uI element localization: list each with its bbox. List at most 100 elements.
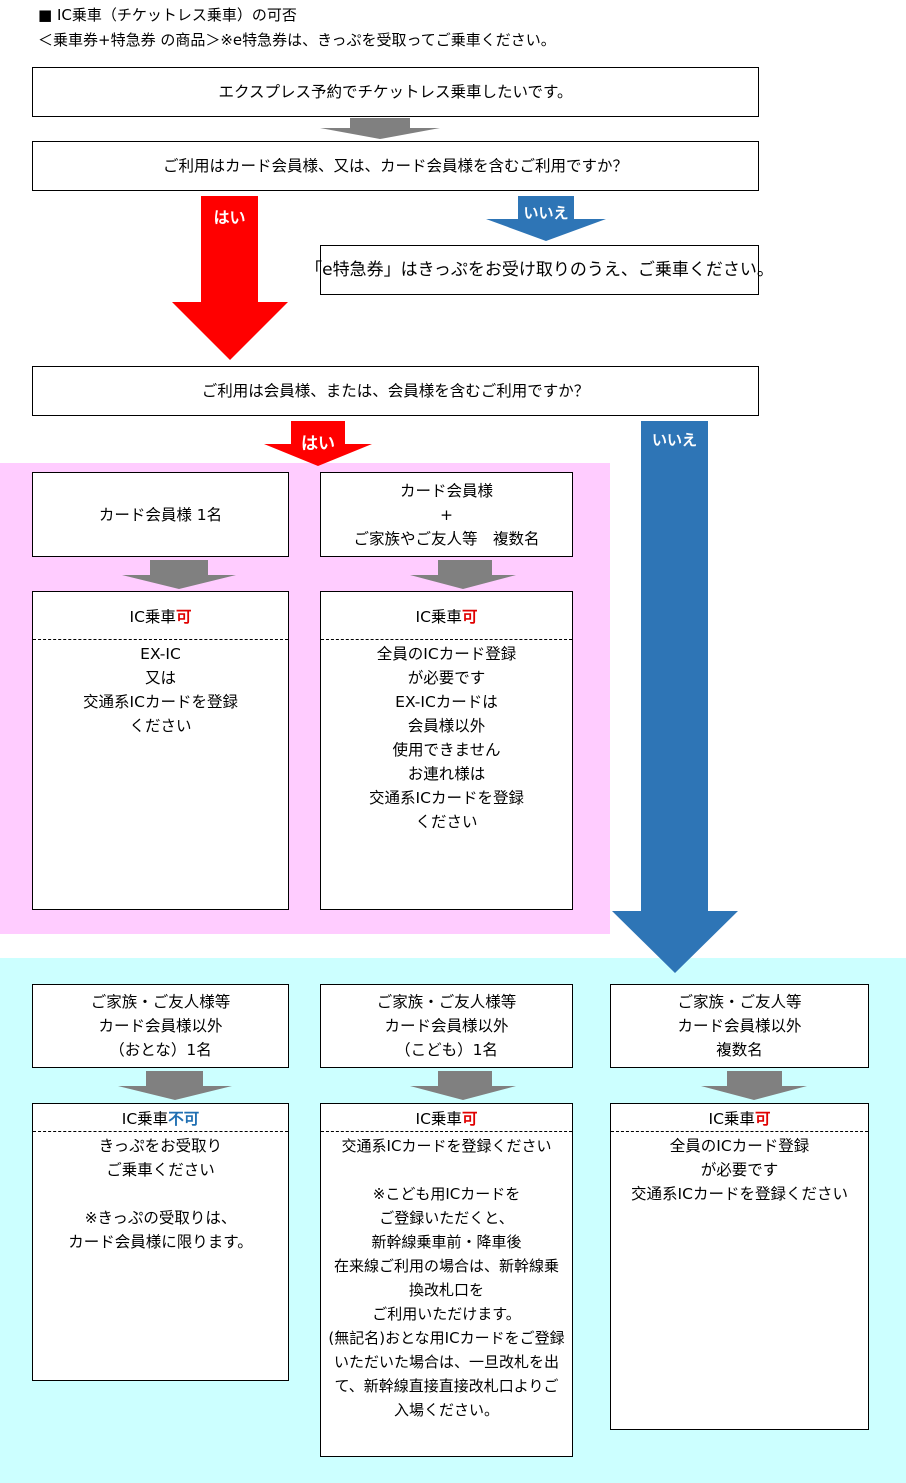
question-box-1: エクスプレス予約でチケットレス乗車したいです。 bbox=[32, 67, 759, 117]
result-line: 又は bbox=[144, 669, 176, 687]
member-multi-box: カード会員様 + ご家族やご友人等 複数名 bbox=[320, 472, 573, 557]
result-line: が必要です bbox=[700, 1161, 779, 1179]
no-arrow-small bbox=[486, 196, 606, 241]
result-line: て、新幹線直接直接改札口よりご bbox=[334, 1377, 559, 1395]
ic-label: IC乗車 bbox=[708, 1109, 755, 1128]
ic-label: IC乗車 bbox=[129, 607, 176, 626]
nonmember-group-line: 複数名 bbox=[716, 1041, 763, 1059]
diagram-subtitle: ＜乗車券+特急券 の商品＞※e特急券は、きっぷを受取ってご乗車ください。 bbox=[38, 31, 556, 49]
result-line: お連れ様は bbox=[407, 765, 486, 783]
nonmember-adult-line: カード会員様以外 bbox=[98, 1017, 223, 1035]
nonmember-child-line: カード会員様以外 bbox=[384, 1017, 509, 1035]
nonmember-adult-line: （おとな）1名 bbox=[109, 1041, 212, 1059]
gray-arrow-nonmember-2 bbox=[410, 1071, 516, 1100]
result-body: EX-IC 又は 交通系ICカードを登録 ください bbox=[33, 640, 288, 738]
ng-mark: 不可 bbox=[168, 1109, 200, 1128]
question-3-text: ご利用は会員様、または、会員様を含むご利用ですか？ bbox=[201, 382, 590, 400]
nonmember-group-line: カード会員様以外 bbox=[677, 1017, 802, 1035]
nonmember-child-result: IC乗車可 交通系ICカードを登録ください ※こども用ICカードを ご登録いただ… bbox=[320, 1103, 573, 1457]
diagram-title: ■ IC乗車（チケットレス乗車）の可否 bbox=[38, 6, 297, 24]
result-line: EX-IC bbox=[140, 645, 181, 663]
nonmember-adult-line: ご家族・ご友人様等 bbox=[90, 993, 231, 1011]
result-line: EX-ICカードは bbox=[395, 693, 498, 711]
gray-arrow-member-2 bbox=[410, 560, 516, 589]
result-line: ご登録いただくと、 bbox=[379, 1209, 514, 1227]
question-box-3: ご利用は会員様、または、会員様を含むご利用ですか？ bbox=[32, 366, 759, 416]
result-line: 交通系ICカードを登録ください bbox=[631, 1185, 848, 1203]
result-header: IC乗車可 bbox=[611, 1104, 868, 1132]
member-multi-line: + bbox=[440, 505, 453, 524]
result-body: 全員のICカード登録 が必要です EX-ICカードは 会員様以外 使用できません… bbox=[321, 640, 572, 834]
result-header: IC乗車可 bbox=[321, 1104, 572, 1132]
nonmember-adult-result: IC乗車不可 きっぷをお受取り ご乗車ください ※きっぷの受取りは、 カード会員… bbox=[32, 1103, 289, 1381]
nonmember-group-result: IC乗車可 全員のICカード登録 が必要です 交通系ICカードを登録ください bbox=[610, 1103, 869, 1430]
result-line: 全員のICカード登録 bbox=[376, 645, 517, 663]
result-line: ご利用いただけます。 bbox=[372, 1305, 521, 1323]
nonmember-child-line: （こども）1名 bbox=[395, 1041, 498, 1059]
result-line: 交通系ICカードを登録ください bbox=[341, 1137, 552, 1155]
gray-arrow-nonmember-3 bbox=[701, 1071, 807, 1100]
result-header: IC乗車不可 bbox=[33, 1104, 288, 1132]
question-2-text: ご利用はカード会員様、又は、カード会員様を含むご利用ですか？ bbox=[162, 157, 628, 175]
no-result-box: 「e特急券」はきっぷをお受け取りのうえ、ご乗車ください。 bbox=[305, 245, 774, 295]
result-line: 全員のICカード登録 bbox=[669, 1137, 810, 1155]
result-body: 交通系ICカードを登録ください ※こども用ICカードを ご登録いただくと、 新幹… bbox=[321, 1132, 572, 1422]
result-line: 在来線ご利用の場合は、新幹線乗 bbox=[333, 1257, 559, 1275]
gray-arrow-q1 bbox=[320, 118, 440, 139]
result-header: IC乗車可 bbox=[33, 592, 288, 640]
yes-label-2: はい bbox=[301, 434, 335, 454]
nonmember-child-line: ご家族・ご友人様等 bbox=[376, 993, 517, 1011]
ok-mark: 可 bbox=[754, 1109, 771, 1128]
member-single-line: カード会員様 1名 bbox=[98, 505, 223, 524]
result-line: 会員様以外 bbox=[407, 717, 486, 735]
result-line bbox=[33, 1182, 288, 1206]
ic-label: IC乗車 bbox=[415, 1109, 462, 1128]
member-single-result: IC乗車可 EX-IC 又は 交通系ICカードを登録 ください bbox=[32, 591, 289, 910]
result-line: 使用できません bbox=[392, 741, 501, 759]
member-multi-line: カード会員様 bbox=[399, 481, 493, 500]
result-line: 新幹線乗車前・降車後 bbox=[371, 1233, 522, 1251]
ic-label: IC乗車 bbox=[415, 607, 462, 626]
ok-mark: 可 bbox=[175, 607, 192, 626]
nonmember-group-line: ご家族・ご友人等 bbox=[677, 993, 802, 1011]
no-label-2: いいえ bbox=[651, 431, 697, 449]
result-line: ※こども用ICカードを bbox=[372, 1185, 521, 1203]
result-line bbox=[321, 1158, 572, 1182]
nonmember-adult-box: ご家族・ご友人様等 カード会員様以外 （おとな）1名 bbox=[32, 984, 289, 1068]
ic-label: IC乗車 bbox=[121, 1109, 169, 1128]
ok-mark: 可 bbox=[461, 1109, 478, 1128]
member-multi-line: ご家族やご友人等 複数名 bbox=[353, 529, 540, 548]
result-line: ください bbox=[415, 813, 478, 831]
result-line: いただいた場合は、一旦改札を出 bbox=[333, 1353, 559, 1371]
result-line: (無記名)おとな用ICカードをご登録 bbox=[328, 1329, 565, 1347]
no-result-text: 「e特急券」はきっぷをお受け取りのうえ、ご乗車ください。 bbox=[305, 260, 774, 280]
result-line: が必要です bbox=[407, 669, 486, 687]
result-line: きっぷをお受取り bbox=[98, 1137, 223, 1155]
result-line: カード会員様に限ります。 bbox=[68, 1233, 253, 1251]
no-arrow-big bbox=[612, 421, 738, 973]
gray-arrow-member-1 bbox=[122, 560, 236, 589]
yes-label-1: はい bbox=[213, 208, 246, 227]
result-line: ください bbox=[129, 717, 192, 735]
result-body: きっぷをお受取り ご乗車ください ※きっぷの受取りは、 カード会員様に限ります。 bbox=[33, 1132, 288, 1254]
member-multi-result: IC乗車可 全員のICカード登録 が必要です EX-ICカードは 会員様以外 使… bbox=[320, 591, 573, 910]
result-line: 換改札口を bbox=[408, 1281, 484, 1299]
result-body: 全員のICカード登録 が必要です 交通系ICカードを登録ください bbox=[611, 1132, 868, 1206]
member-single-box: カード会員様 1名 bbox=[32, 472, 289, 557]
ok-mark: 可 bbox=[461, 607, 478, 626]
result-line: ご乗車ください bbox=[106, 1161, 215, 1179]
result-line: 交通系ICカードを登録 bbox=[369, 789, 524, 807]
question-1-text: エクスプレス予約でチケットレス乗車したいです。 bbox=[218, 83, 573, 101]
gray-arrow-nonmember-1 bbox=[118, 1071, 232, 1100]
result-header: IC乗車可 bbox=[321, 592, 572, 640]
question-box-2: ご利用はカード会員様、又は、カード会員様を含むご利用ですか？ bbox=[32, 141, 759, 191]
nonmember-group-box: ご家族・ご友人等 カード会員様以外 複数名 bbox=[610, 984, 869, 1068]
yes-arrow-small bbox=[264, 421, 372, 466]
no-label-1: いいえ bbox=[523, 204, 569, 222]
nonmember-child-box: ご家族・ご友人様等 カード会員様以外 （こども）1名 bbox=[320, 984, 573, 1068]
result-line: ※きっぷの受取りは、 bbox=[84, 1209, 237, 1227]
yes-arrow-big bbox=[172, 196, 288, 360]
result-line: 入場ください。 bbox=[393, 1401, 499, 1419]
result-line: 交通系ICカードを登録 bbox=[83, 693, 238, 711]
